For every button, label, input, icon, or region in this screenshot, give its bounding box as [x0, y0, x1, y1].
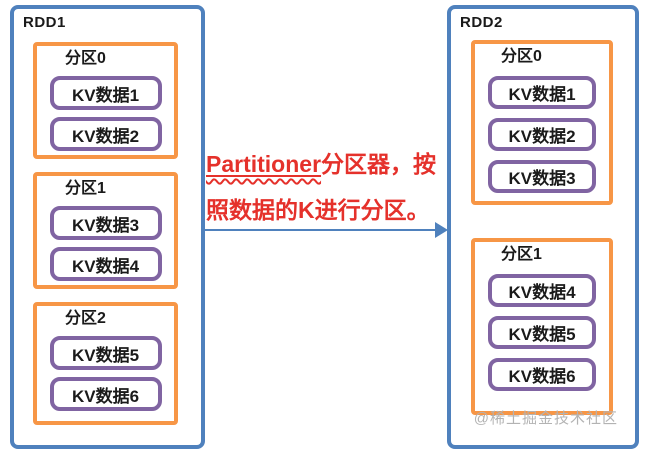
rdd1-partition-0: 分区0 KV数据1 KV数据2	[33, 42, 178, 159]
kv-data-box: KV数据4	[488, 274, 596, 307]
kv-data-box: KV数据3	[49, 206, 162, 240]
kv-data-box: KV数据1	[49, 76, 162, 110]
partition-label: 分区0	[501, 48, 542, 65]
rdd2-container: RDD2 分区0 KV数据1 KV数据2 KV数据3 分区1 KV数据4 KV数…	[447, 5, 639, 449]
annotation-line-1: Partitioner分区器，按	[206, 151, 437, 177]
partition-label: 分区0	[65, 50, 106, 67]
kv-data-box: KV数据5	[49, 336, 162, 370]
rdd1-partition-1: 分区1 KV数据3 KV数据4	[33, 172, 178, 289]
kv-data-box: KV数据1	[488, 76, 596, 109]
misspelled-word-underline: Partitioner	[206, 151, 322, 177]
partition-label: 分区1	[501, 246, 542, 263]
kv-data-box: KV数据2	[488, 118, 596, 151]
annotation-line-2: 照数据的K进行分区。	[206, 197, 430, 223]
transform-arrow-line	[205, 229, 437, 231]
partition-label: 分区1	[65, 180, 106, 197]
partitioner-annotation: Partitioner分区器，按 照数据的K进行分区。	[206, 141, 452, 233]
kv-data-box: KV数据5	[488, 316, 596, 349]
partition-label: 分区2	[65, 310, 106, 327]
kv-data-box: KV数据4	[49, 247, 162, 281]
rdd2-title: RDD2	[460, 14, 503, 31]
rdd1-partition-2: 分区2 KV数据5 KV数据6	[33, 302, 178, 425]
rdd1-title: RDD1	[23, 14, 66, 31]
kv-data-box: KV数据3	[488, 160, 596, 193]
kv-data-box: KV数据6	[49, 377, 162, 411]
watermark: @稀土掘金技术社区	[473, 410, 618, 427]
rdd2-partition-1: 分区1 KV数据4 KV数据5 KV数据6	[471, 238, 613, 415]
rdd2-partition-0: 分区0 KV数据1 KV数据2 KV数据3	[471, 40, 613, 205]
rdd1-container: RDD1 分区0 KV数据1 KV数据2 分区1 KV数据3 KV数据4 分区2…	[10, 5, 205, 449]
transform-arrow-head-icon	[435, 222, 448, 238]
kv-data-box: KV数据2	[49, 117, 162, 151]
kv-data-box: KV数据6	[488, 358, 596, 391]
